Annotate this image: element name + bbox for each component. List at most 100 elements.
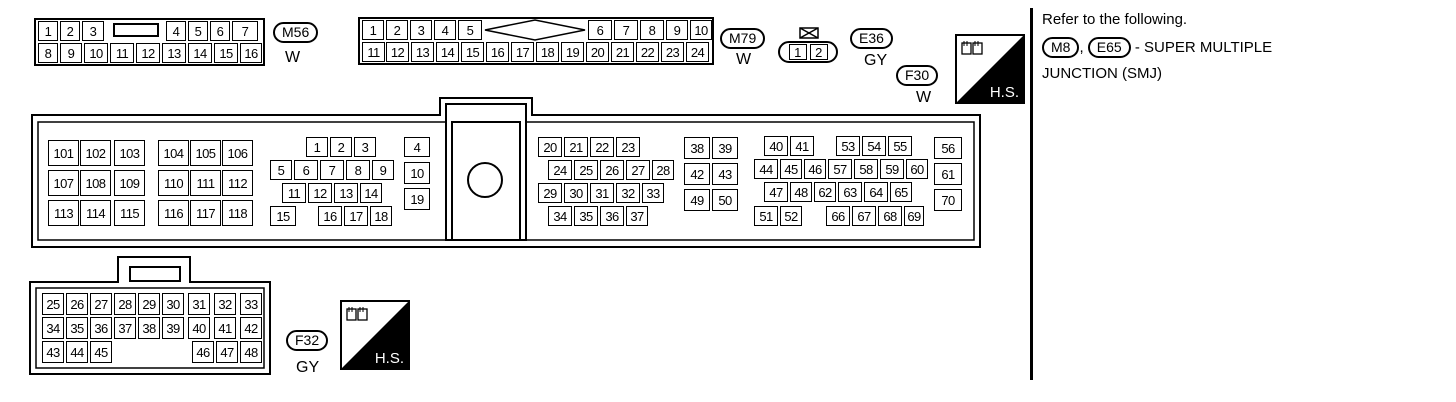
pin: 42	[240, 317, 262, 339]
pin: 53	[836, 136, 860, 156]
pin: 31	[188, 293, 210, 315]
pin: 59	[880, 159, 904, 179]
pin: 30	[162, 293, 184, 315]
pin: 62	[814, 182, 836, 202]
harness-side-badge: H.S.	[340, 300, 410, 370]
pin: 5	[458, 20, 482, 40]
pin: 22	[590, 137, 614, 157]
pin: 29	[538, 183, 562, 203]
pin: 2	[386, 20, 408, 40]
pin: 65	[890, 182, 912, 202]
pin: 13	[411, 42, 434, 62]
pin: 7	[320, 160, 344, 180]
pin: 117	[190, 200, 221, 226]
pin: 115	[114, 200, 145, 226]
pin: 39	[162, 317, 184, 339]
pin: 21	[611, 42, 634, 62]
pin: 1	[362, 20, 384, 40]
pin: 12	[386, 42, 409, 62]
hs-label: H.S.	[989, 84, 1019, 101]
note-ref-m8: M8	[1042, 37, 1080, 58]
pin: 61	[934, 163, 962, 185]
pin: 114	[80, 200, 111, 226]
pin: 32	[616, 183, 640, 203]
pin: 6	[588, 20, 612, 40]
pin: 24	[686, 42, 709, 62]
pin: 34	[548, 206, 572, 226]
two-pin-latch	[799, 27, 819, 39]
hs-triangle	[957, 36, 1023, 102]
connector-m56-color: W	[285, 49, 301, 66]
pin: 7	[232, 21, 258, 41]
connector-symbol-icon	[346, 307, 368, 321]
note-line2: M8, E65 - SUPER MULTIPLE	[1042, 37, 1272, 58]
pin: 19	[404, 188, 430, 210]
pin: 69	[904, 206, 924, 226]
pin: 13	[334, 183, 358, 203]
pin: 101	[48, 140, 79, 166]
pin: 3	[82, 21, 104, 41]
pin: 37	[626, 206, 648, 226]
pin: 33	[642, 183, 664, 203]
pin: 68	[878, 206, 902, 226]
pin: 5	[188, 21, 208, 41]
pin: 31	[590, 183, 614, 203]
pin: 11	[362, 42, 385, 62]
pin: 15	[461, 42, 484, 62]
pin: 55	[888, 136, 912, 156]
pin: 17	[511, 42, 534, 62]
pin: 9	[666, 20, 688, 40]
pin: 9	[372, 160, 394, 180]
pin: 40	[188, 317, 210, 339]
pin: 1	[306, 137, 328, 157]
pin: 28	[114, 293, 136, 315]
pin: 47	[764, 182, 788, 202]
pin: 16	[486, 42, 509, 62]
pin: 46	[192, 341, 214, 363]
pin: 6	[294, 160, 318, 180]
pin: 105	[190, 140, 221, 166]
divider	[1030, 8, 1033, 380]
pin: 43	[42, 341, 64, 363]
pin: 1	[788, 44, 807, 60]
pin: 52	[780, 206, 802, 226]
m56-latch	[113, 23, 159, 37]
pin: 43	[712, 163, 738, 185]
pin: 108	[80, 170, 111, 196]
pin: 39	[712, 137, 738, 159]
note-line2-text: - SUPER MULTIPLE	[1130, 39, 1273, 56]
m79-latch	[484, 19, 586, 41]
pin: 16	[240, 43, 262, 63]
pin: 36	[600, 206, 624, 226]
pin: 14	[188, 43, 212, 63]
pin: 104	[158, 140, 189, 166]
pin: 70	[934, 189, 962, 211]
pin: 4	[404, 137, 430, 157]
pin: 4	[166, 21, 186, 41]
pin: 106	[222, 140, 253, 166]
pin: 56	[934, 137, 962, 159]
pin: 13	[162, 43, 186, 63]
pin: 36	[90, 317, 112, 339]
pin: 113	[48, 200, 79, 226]
pin: 41	[790, 136, 814, 156]
pin: 34	[42, 317, 64, 339]
pin: 37	[114, 317, 136, 339]
pin: 17	[344, 206, 368, 226]
pin: 21	[564, 137, 588, 157]
pin: 8	[640, 20, 664, 40]
harness-side-badge: H.S.	[955, 34, 1025, 104]
pin: 29	[138, 293, 160, 315]
pin: 20	[586, 42, 609, 62]
pin: 49	[684, 189, 710, 211]
connector-f32-id: F32	[286, 330, 329, 351]
pin: 57	[828, 159, 852, 179]
connector-f30-body	[31, 97, 981, 248]
pin: 23	[661, 42, 684, 62]
pin: 18	[370, 206, 392, 226]
pin: 58	[854, 159, 878, 179]
pin: 11	[282, 183, 306, 203]
pin: 7	[614, 20, 638, 40]
connector-symbol-icon	[961, 41, 983, 55]
